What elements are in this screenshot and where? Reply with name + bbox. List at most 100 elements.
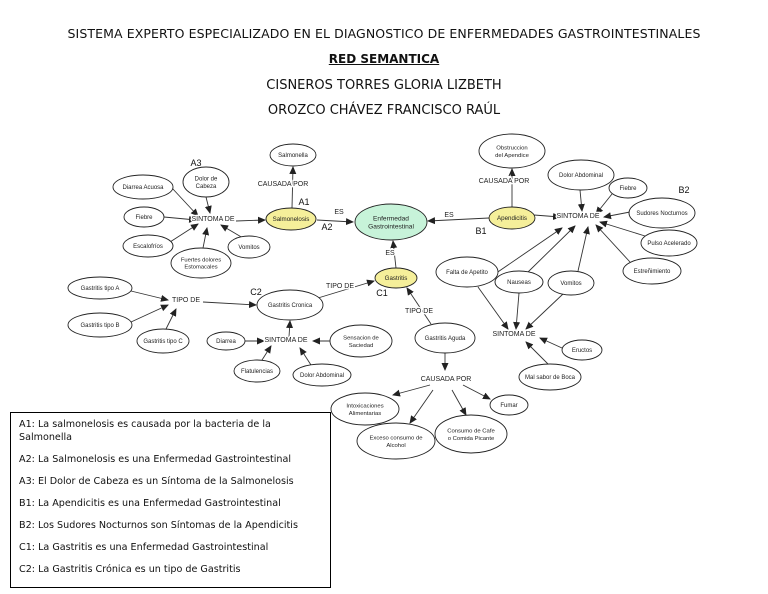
relation-arrow <box>286 320 294 338</box>
legend-item-a2: A2: La Salmonelosis es una Enfermedad Ga… <box>19 454 292 465</box>
node-diarrea-acuosa: Diarrea Acuosa <box>112 174 174 200</box>
node-label: Falta de Apetito <box>446 270 488 276</box>
node-label: Nauseas <box>507 280 531 286</box>
node-label: Gastritis Cronica <box>268 303 313 309</box>
node-estrenimiento: Estreñimiento <box>622 257 682 285</box>
marker-label: A3 <box>190 158 201 168</box>
relation-label: CAUSADA POR <box>258 181 309 188</box>
relation-arrow <box>488 227 563 279</box>
node-ellipse <box>136 328 190 354</box>
node-label: Dolor Abdominal <box>559 173 603 179</box>
node-ellipse <box>518 363 582 391</box>
relation-arrow <box>316 218 354 226</box>
relation-arrow <box>406 287 432 325</box>
node-label: Eructos <box>572 348 592 354</box>
legend-item-b2: B2: Los Sudores Nocturnos son Síntomas d… <box>19 520 298 531</box>
node-ellipse <box>435 256 499 288</box>
node-ellipse <box>478 133 546 169</box>
legend-item-c1: C1: La Gastritis es una Enfermedad Gastr… <box>19 542 269 553</box>
node-ellipse <box>123 206 165 228</box>
node-vomitos1: Vomitos <box>227 235 271 259</box>
relation-label: TIPO DE <box>172 297 200 304</box>
node-ellipse <box>67 312 133 338</box>
node-sudores: Sudores Nocturnos <box>628 197 696 229</box>
relation-arrow <box>525 341 549 365</box>
node-label: Gastritis tipo C <box>143 339 183 345</box>
node-fumar: Fumar <box>489 394 529 416</box>
node-gastritis-c: Gastritis tipo C <box>136 328 190 354</box>
relation-arrow <box>577 226 590 272</box>
node-gastritis-a: Gastritis tipo A <box>67 276 133 300</box>
author-name: CISNEROS TORRES GLORIA LIZBETH <box>266 78 502 93</box>
node-vomitos2: Vomitos <box>547 270 595 296</box>
relation-arrow <box>513 292 521 330</box>
node-ellipse <box>561 339 603 361</box>
relation-arrow <box>204 196 212 214</box>
node-apendicitis: Apendicitis <box>488 206 536 230</box>
node-ellipse <box>547 159 615 191</box>
relation-label: SINTOMA DE <box>191 216 234 223</box>
node-ellipse <box>488 206 536 230</box>
relation-arrow <box>261 345 272 361</box>
node-label: Fiebre <box>135 215 153 221</box>
page-title: SISTEMA EXPERTO ESPECIALIZADO EN EL DIAG… <box>67 26 701 41</box>
node-label: Salmonelosis <box>273 216 310 223</box>
node-ellipse <box>547 270 595 296</box>
author-name: OROZCO CHÁVEZ FRANCISCO RAÚL <box>267 103 501 118</box>
relation-arrow <box>533 212 561 220</box>
node-label: Gastritis tipo B <box>80 323 119 329</box>
relation-arrow <box>462 384 491 400</box>
node-flatulencias: Flatulencias <box>233 359 281 383</box>
node-ellipse <box>628 197 696 229</box>
node-ellipse <box>640 229 698 257</box>
node-salmonelosis: Salmonelosis <box>265 207 317 231</box>
node-label: Flatulencias <box>241 369 273 375</box>
node-label: Fiebre <box>619 186 637 192</box>
relation-arrow <box>525 293 564 330</box>
node-fiebre1: Fiebre <box>123 206 165 228</box>
relation-arrow <box>477 286 509 330</box>
relation-arrow <box>427 217 490 225</box>
node-ellipse <box>170 247 232 279</box>
node-label: Mal sabor de Boca <box>525 375 576 381</box>
relation-arrow <box>235 216 266 224</box>
node-label: Vomitos <box>238 245 259 251</box>
page-subtitle: RED SEMANTICA <box>328 52 440 66</box>
marker-label: B1 <box>475 226 486 236</box>
node-label: Diarrea Acuosa <box>122 185 164 191</box>
node-label: Sudores Nocturnos <box>636 211 687 217</box>
node-ellipse <box>269 143 317 167</box>
legend-item-c2: C2: La Gastritis Crónica es un tipo de G… <box>19 564 241 575</box>
relation-arrow <box>317 279 375 299</box>
node-gastritis: Gastritis <box>374 267 418 289</box>
node-eructos: Eructos <box>561 339 603 361</box>
node-ellipse <box>356 422 436 460</box>
relation-label: SINTOMA DE <box>492 331 535 338</box>
relation-arrow <box>577 189 585 212</box>
relation-arrow <box>165 308 177 330</box>
node-ellipse <box>227 235 271 259</box>
relation-label: CAUSADA POR <box>421 376 472 383</box>
node-gastritis-aguda: Gastritis Aguda <box>414 322 476 354</box>
node-ellipse <box>489 394 529 416</box>
relation-arrow <box>451 389 467 416</box>
relation-label: TIPO DE <box>326 283 354 290</box>
node-fiebre2: Fiebre <box>608 177 648 199</box>
node-ellipse <box>374 267 418 289</box>
node-label: Diarrea <box>216 339 236 345</box>
relation-label: ES <box>385 250 395 257</box>
relation-arrow <box>130 290 169 302</box>
marker-label: C2 <box>250 287 262 297</box>
node-ellipse <box>265 207 317 231</box>
node-diarrea: Diarrea <box>206 331 246 351</box>
